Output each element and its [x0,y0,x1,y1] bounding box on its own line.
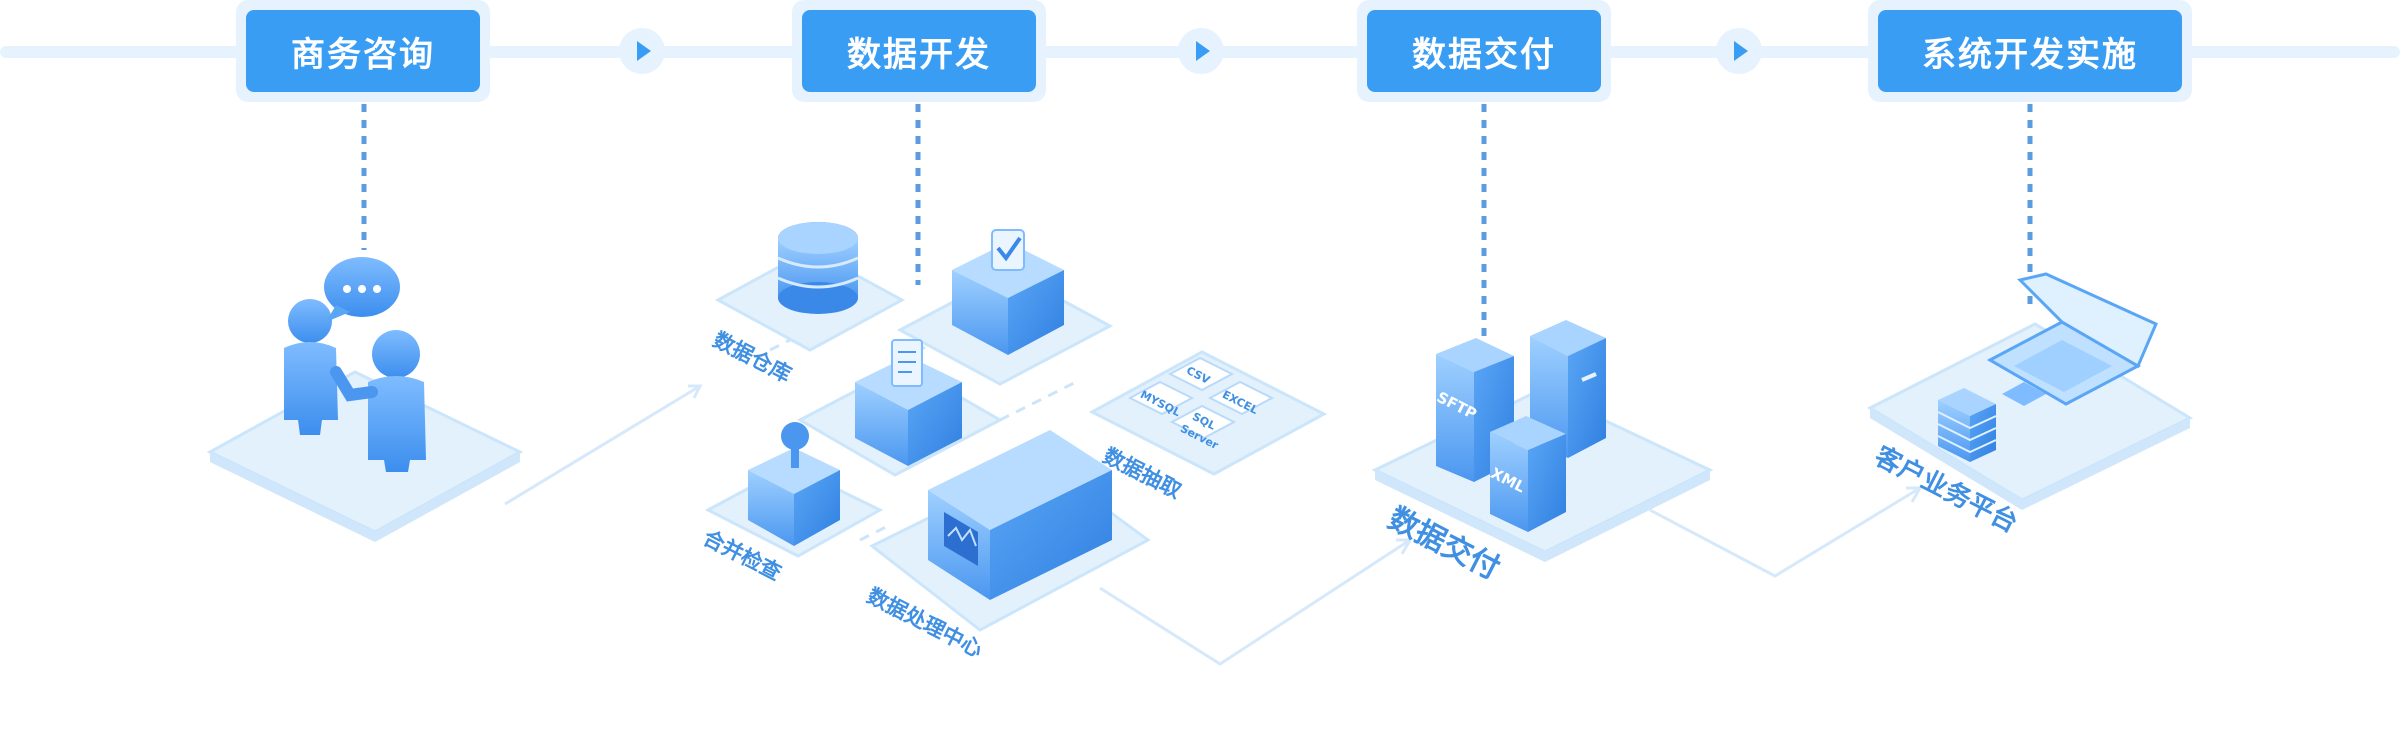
next-arrow-icon[interactable] [619,28,665,74]
joystick-icon [791,440,799,468]
step-label: 商务咨询 [246,10,480,92]
step-system-implementation[interactable]: 系统开发实施 [1868,0,2192,102]
keyboard-icon [2014,340,2112,392]
step-business-consulting[interactable]: 商务咨询 [236,0,490,102]
step-data-delivery[interactable]: 数据交付 [1357,0,1611,102]
server-slot-icon [1581,372,1597,382]
stack-icon [1937,388,1997,462]
format-tiles [1127,356,1275,440]
next-arrow-icon[interactable] [1716,28,1762,74]
delivery-illustration [1371,320,1714,562]
step-label: 数据开发 [802,10,1036,92]
step-label: 数据交付 [1367,10,1601,92]
dotted-connectors [361,104,2033,340]
platform-illustration [1866,272,2194,510]
next-arrow-icon[interactable] [1178,28,1224,74]
consultation-illustration [206,257,524,542]
check-doc-icon [991,229,1025,271]
step-data-development[interactable]: 数据开发 [792,0,1046,102]
data-development-illustration [704,222,1328,632]
step-label: 系统开发实施 [1878,10,2182,92]
